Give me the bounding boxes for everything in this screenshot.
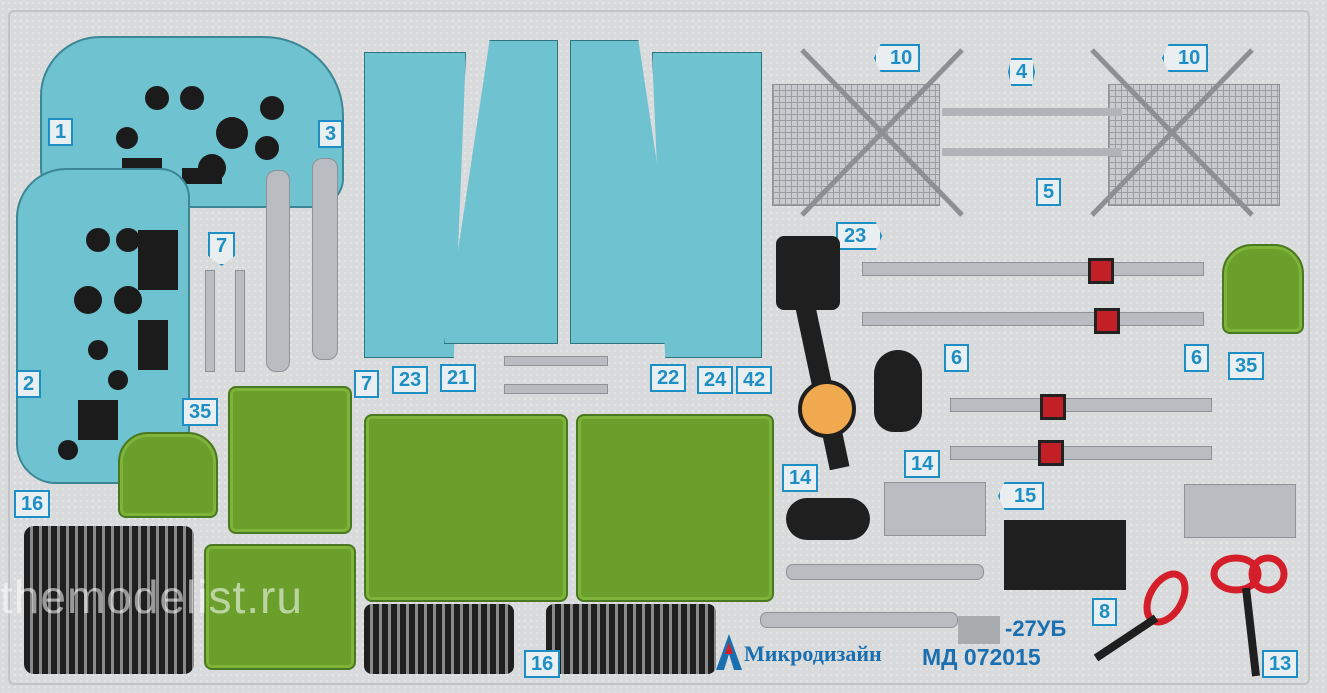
part-number-6-a: 6 (944, 344, 970, 372)
part-number-24: 24 (697, 366, 734, 394)
ejection-seat-frame (776, 236, 840, 310)
grey-label-block (958, 616, 1000, 644)
control-box-8 (1004, 520, 1126, 590)
seat-belt-upper-a (862, 262, 1204, 276)
harness-buckle-b (546, 604, 716, 674)
part-number-1: 1 (48, 118, 74, 146)
seat-belt-upper-b (862, 312, 1204, 326)
seat-belt-lower-a (950, 398, 1212, 412)
orange-gauge-disc (798, 380, 856, 438)
brand-logo-icon (716, 634, 742, 670)
part-3-strut-a (266, 170, 290, 372)
part-number-7-b: 7 (354, 370, 380, 398)
part-number-13: 13 (1262, 650, 1299, 678)
part-7-rod-a (205, 270, 215, 372)
product-code: МД 072015 (922, 644, 1041, 670)
small-rod-b (504, 384, 608, 394)
seat-belt-lower-b (950, 446, 1212, 460)
seat-cushion-35-a (118, 432, 218, 518)
long-rail-b (760, 612, 958, 628)
belt-buckle-red-a (1088, 258, 1114, 284)
part-number-16-a: 16 (14, 490, 51, 518)
helmet-black (874, 350, 922, 432)
belt-buckle-red-d (1038, 440, 1064, 466)
part-number-35-a: 35 (182, 398, 219, 426)
model-suffix: -27УБ (1005, 616, 1067, 641)
watermark: themodelist.ru (0, 571, 303, 623)
oval-pad (786, 498, 870, 540)
brand-name: Микродизайн (744, 641, 882, 666)
part-number-21: 21 (440, 364, 477, 392)
part-number-10-b: 10 (1162, 44, 1209, 72)
part-number-35-b: 35 (1228, 352, 1265, 380)
belt-buckle-red-b (1094, 308, 1120, 334)
part-7-rod-b (235, 270, 245, 372)
instrument-panel-side (16, 168, 190, 484)
small-rod-a (504, 356, 608, 366)
part-number-23-b: 23 (836, 222, 883, 250)
seat-back-b (364, 414, 568, 602)
side-panel-dials (58, 228, 178, 460)
seat-cushion-35-b (1222, 244, 1304, 334)
part-number-15: 15 (998, 482, 1045, 510)
seat-back-c (576, 414, 774, 602)
console-panel-24 (652, 52, 762, 358)
harness-straps-16 (24, 526, 194, 674)
part-number-8: 8 (1092, 598, 1118, 626)
part-number-16-b: 16 (524, 650, 561, 678)
part-number-10-a: 10 (874, 44, 921, 72)
screen-cross-marks (800, 48, 1254, 217)
mesh-screen-right (1108, 84, 1280, 206)
console-panel-23 (364, 52, 466, 358)
part-number-22: 22 (650, 364, 687, 392)
bracket-b (1184, 484, 1296, 538)
fret-border (8, 10, 1310, 685)
belt-buckle-red-c (1040, 394, 1066, 420)
bracket-a (884, 482, 986, 536)
seat-pad-d (204, 544, 356, 670)
seat-back-a (228, 386, 352, 534)
long-rail-a (786, 564, 984, 580)
part-number-3: 3 (318, 120, 344, 148)
part-number-4: 4 (1008, 58, 1036, 86)
part-number-23-a: 23 (392, 366, 429, 394)
part-number-5: 5 (1036, 178, 1062, 206)
harness-buckle-a (364, 604, 514, 674)
part-number-14-a: 14 (782, 464, 819, 492)
part-number-42: 42 (736, 366, 773, 394)
part-number-14-b: 14 (904, 450, 941, 478)
part-3-strut-b (312, 158, 338, 360)
ejection-handles-13 (1093, 554, 1288, 677)
part-number-2: 2 (16, 370, 42, 398)
part-number-6-b: 6 (1184, 344, 1210, 372)
